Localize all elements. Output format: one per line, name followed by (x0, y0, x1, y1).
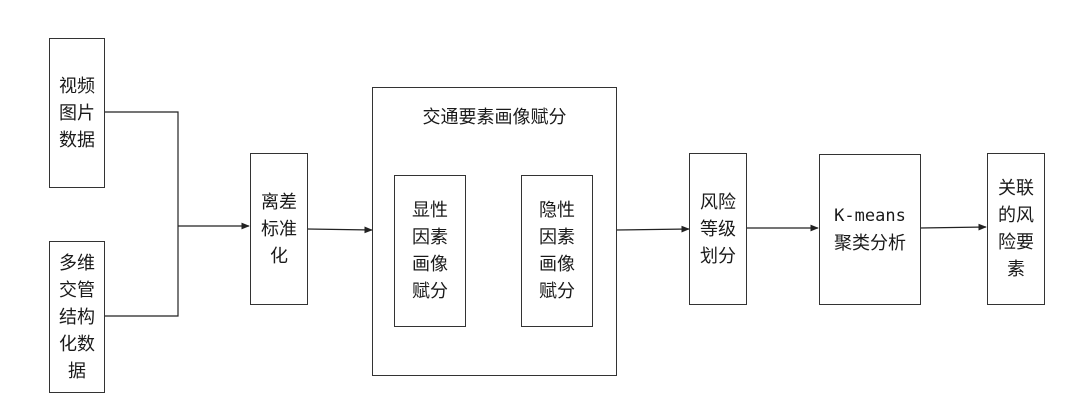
node-struct-label: 多维交管结构化数据 (59, 252, 95, 382)
connector-video (104, 111, 179, 226)
node-explicit-factor: 显性因素画像赋分 (394, 175, 466, 327)
node-related-risk: 关联的风险要素 (987, 153, 1045, 305)
node-explicit-label: 显性因素画像赋分 (412, 200, 448, 302)
node-risk-label: 风险等级划分 (700, 191, 736, 267)
node-video-label: 视频图片数据 (59, 75, 95, 151)
node-implicit-label: 隐性因素画像赋分 (539, 200, 575, 302)
node-kmeans-label-2: 聚类分析 (834, 232, 906, 254)
arrow-to-risk (615, 225, 690, 233)
node-video-image-data: 视频图片数据 (49, 38, 105, 188)
profile-title: 交通要素画像赋分 (422, 107, 567, 128)
node-normalization: 离差标准化 (250, 153, 308, 305)
node-related-label: 关联的风险要素 (998, 178, 1034, 280)
node-normalize-label: 离差标准化 (261, 191, 297, 267)
node-kmeans-label-1: K-means (834, 205, 906, 226)
node-risk-grading: 风险等级划分 (689, 153, 747, 305)
node-structured-data: 多维交管结构化数据 (49, 241, 105, 393)
arrow-to-related (919, 223, 987, 231)
arrow-to-profile (306, 226, 373, 234)
node-implicit-factor: 隐性因素画像赋分 (521, 175, 593, 327)
node-kmeans: K-means 聚类分析 (819, 154, 921, 305)
connector-struct (104, 226, 179, 317)
